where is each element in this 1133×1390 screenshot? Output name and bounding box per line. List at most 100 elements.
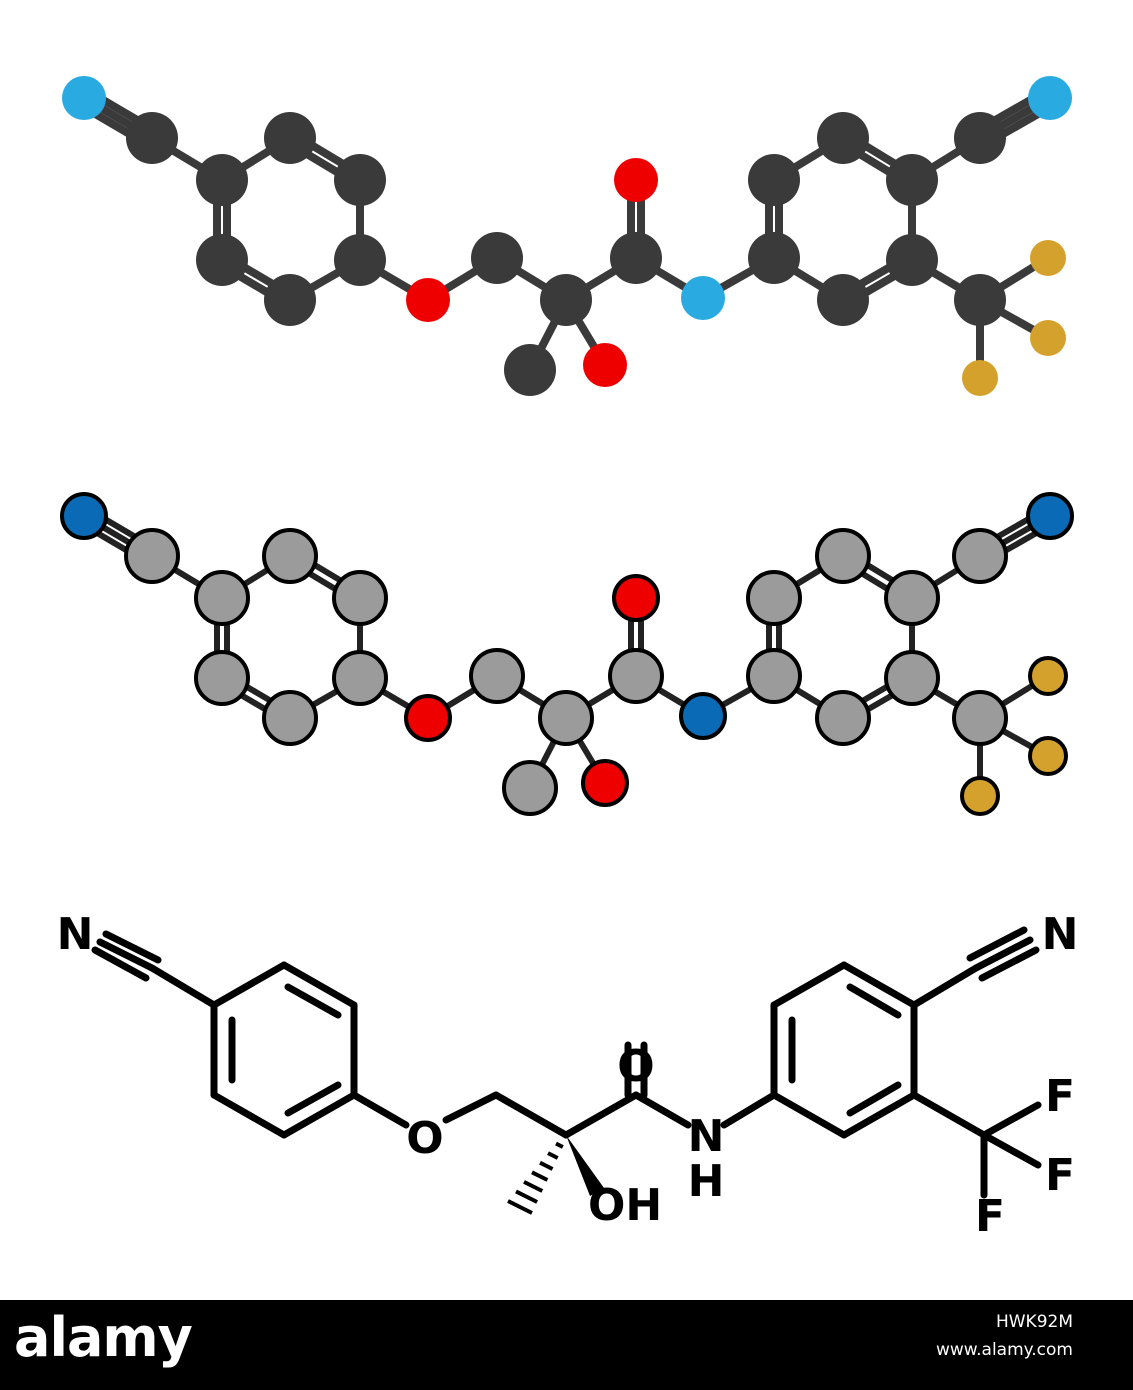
- hash-bond-methyl-0: [563, 1132, 569, 1138]
- atom-f1: [1028, 656, 1068, 696]
- atom-c11: [748, 232, 800, 284]
- brand-logo: alamy: [14, 1306, 193, 1369]
- bond-o-ch2: [442, 1091, 500, 1124]
- atom-label-oh: OH: [588, 1180, 662, 1231]
- atom-f3: [960, 776, 1000, 816]
- atom-c12: [748, 154, 800, 206]
- ring-right-2: [770, 961, 848, 1009]
- atom-c11: [746, 648, 802, 704]
- atom-c14: [886, 154, 938, 206]
- atom-c1: [126, 112, 178, 164]
- footer-bar: [0, 1300, 1133, 1390]
- atom-n3: [1028, 76, 1072, 120]
- atom-o1: [406, 278, 450, 322]
- atom-f3: [962, 360, 998, 396]
- atom-label-o-carbonyl: O: [617, 1041, 654, 1092]
- skeletal-bonds: [91, 926, 1042, 1215]
- bond-c-f2: [980, 1131, 1042, 1169]
- bond-ring-cn-right: [910, 964, 980, 1009]
- atom-c14: [884, 570, 940, 626]
- bond-c-carbonyl: [562, 1091, 640, 1139]
- ring-right-6: [770, 1091, 848, 1139]
- atom-label-f3: F: [975, 1191, 1005, 1242]
- ring-left-1: [210, 961, 288, 1009]
- atom-c2: [196, 154, 248, 206]
- bond-ch2-c: [492, 1091, 570, 1139]
- hash-bond-methyl-2: [547, 1151, 559, 1160]
- atom-label-n-right: N: [1042, 909, 1079, 960]
- ring-right-3: [840, 961, 918, 1009]
- atom-c12: [746, 570, 802, 626]
- hash-bond-methyl-6: [515, 1189, 539, 1204]
- nitrile-bond-left-3: [102, 930, 162, 964]
- atom-n1: [62, 76, 106, 120]
- atom-c9: [538, 690, 594, 746]
- atom-c13: [815, 528, 871, 584]
- atom-c6: [262, 690, 318, 746]
- atom-c18: [954, 112, 1006, 164]
- image-id-label: HWK92M: [995, 1312, 1073, 1332]
- atom-c17: [954, 274, 1006, 326]
- atom-c7: [194, 650, 250, 706]
- atom-c1: [124, 528, 180, 584]
- ring-left-inner-2: [284, 983, 342, 1019]
- ring-left-4: [280, 1091, 358, 1139]
- ring-right-inner-2: [846, 983, 902, 1019]
- atom-label-h-amide: H: [688, 1156, 725, 1207]
- atom-c17: [952, 690, 1008, 746]
- atom-f2: [1030, 320, 1066, 356]
- atom-f2: [1028, 736, 1068, 776]
- atom-label-f1: F: [1045, 1071, 1075, 1122]
- atom-n1: [60, 492, 108, 540]
- atom-c16: [817, 274, 869, 326]
- atom-c5: [332, 650, 388, 706]
- atom-c10: [608, 648, 664, 704]
- atom-c4: [334, 154, 386, 206]
- atom-c16: [815, 690, 871, 746]
- bond-ring-o: [350, 1091, 410, 1129]
- bond-ring-cf3: [910, 1091, 988, 1139]
- atom-c8: [471, 232, 523, 284]
- molecule-illustration: N N O O N H OH F F F: [57, 76, 1079, 1242]
- atom-n3: [1026, 492, 1074, 540]
- hash-bond-methyl-4: [531, 1170, 549, 1182]
- atom-label-n-left: N: [57, 909, 94, 960]
- hash-bond-methyl-5: [523, 1180, 544, 1193]
- atom-c3: [264, 112, 316, 164]
- atom-c9: [540, 274, 592, 326]
- atom-label-n-amide: N: [688, 1111, 725, 1162]
- atom-c6: [264, 274, 316, 326]
- bond-carbonyl-n: [632, 1091, 692, 1129]
- wedge-bond-oh: [566, 1135, 604, 1196]
- atom-o1: [404, 694, 452, 742]
- atom-label-o-ether: O: [406, 1113, 443, 1164]
- atom-c18: [952, 528, 1008, 584]
- bond-c-f1: [980, 1101, 1042, 1139]
- atom-c7: [196, 234, 248, 286]
- atom-me: [502, 760, 558, 816]
- atom-c2: [194, 570, 250, 626]
- hash-bond-methyl-3: [539, 1160, 554, 1171]
- ring-left-inner-3: [284, 1081, 342, 1117]
- ring-right-inner-3: [846, 1081, 902, 1117]
- atom-c3: [262, 528, 318, 584]
- atom-c15: [884, 650, 940, 706]
- atom-c10: [610, 232, 662, 284]
- ring-left-2: [280, 961, 358, 1009]
- atom-c4: [332, 570, 388, 626]
- atom-me: [504, 344, 556, 396]
- atom-f1: [1030, 240, 1066, 276]
- nitrile-bond-left-2: [91, 946, 150, 982]
- atom-c5: [334, 234, 386, 286]
- bond-cn-ring-left: [148, 964, 218, 1009]
- atom-oh: [583, 343, 627, 387]
- nitrile-bond-left-1: [96, 938, 156, 972]
- outlined-ball-model: [60, 492, 1074, 816]
- bond-n-ring: [720, 1091, 778, 1129]
- atom-n2: [681, 276, 725, 320]
- atom-o2: [614, 158, 658, 202]
- ball-and-stick-model: [62, 76, 1072, 396]
- atom-c13: [817, 112, 869, 164]
- atom-o2: [612, 574, 660, 622]
